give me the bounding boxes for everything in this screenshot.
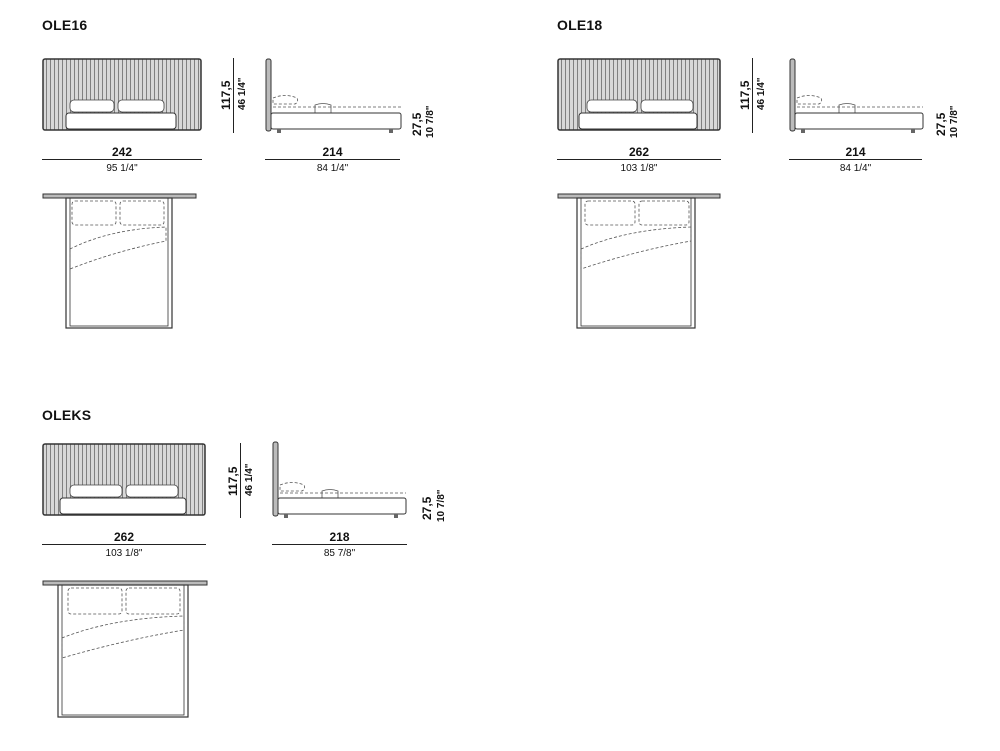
model-title-ole16: OLE16 — [42, 17, 88, 33]
height-cm-ole18: 117,5 — [738, 80, 752, 110]
side-length-in-oleks: 85 7/8" — [323, 548, 356, 559]
front-dim-line-ole16 — [42, 159, 202, 160]
front-dim-line-oleks — [42, 544, 206, 545]
base-height-cm-ole16: 27,5 — [410, 112, 424, 136]
height-cm-oleks: 117,5 — [226, 466, 240, 496]
height-in-oleks: 46 1/4" — [244, 463, 255, 496]
top-view-ole18 — [557, 193, 721, 329]
front-width-cm-ole18: 262 — [628, 145, 650, 159]
front-width-cm-oleks: 262 — [113, 530, 135, 544]
front-view-ole18 — [557, 58, 721, 131]
base-height-in-ole16: 10 7/8" — [425, 105, 436, 138]
top-view-ole16 — [42, 193, 197, 329]
base-height-cm-oleks: 27,5 — [420, 496, 434, 520]
side-view-ole16 — [265, 58, 402, 133]
side-length-cm-oleks: 218 — [329, 530, 350, 544]
model-title-ole18: OLE18 — [557, 17, 603, 33]
base-height-in-oleks: 10 7/8" — [436, 489, 447, 522]
side-dim-line-ole18 — [789, 159, 922, 160]
front-width-in-ole18: 103 1/8" — [620, 163, 658, 174]
height-in-ole18: 46 1/4" — [756, 77, 767, 110]
height-dim-line-oleks — [240, 443, 241, 518]
side-view-ole18 — [789, 58, 924, 133]
height-in-ole16: 46 1/4" — [237, 77, 248, 110]
front-width-in-ole16: 95 1/4" — [106, 163, 138, 174]
side-dim-line-oleks — [272, 544, 407, 545]
front-view-oleks — [42, 443, 206, 516]
side-length-cm-ole18: 214 — [845, 145, 866, 159]
model-title-oleks: OLEKS — [42, 407, 92, 423]
side-length-in-ole18: 84 1/4" — [839, 163, 872, 174]
height-dim-line-ole16 — [233, 58, 234, 133]
front-width-in-oleks: 103 1/8" — [105, 548, 143, 559]
side-length-cm-ole16: 214 — [322, 145, 343, 159]
front-width-cm-ole16: 242 — [111, 145, 133, 159]
base-height-in-ole18: 10 7/8" — [949, 105, 960, 138]
base-height-cm-ole18: 27,5 — [934, 112, 948, 136]
height-cm-ole16: 117,5 — [219, 80, 233, 110]
side-dim-line-ole16 — [265, 159, 400, 160]
side-length-in-ole16: 84 1/4" — [316, 163, 349, 174]
front-dim-line-ole18 — [557, 159, 721, 160]
top-view-oleks — [42, 580, 208, 718]
height-dim-line-ole18 — [752, 58, 753, 133]
side-view-oleks — [272, 441, 407, 518]
front-view-ole16 — [42, 58, 202, 131]
